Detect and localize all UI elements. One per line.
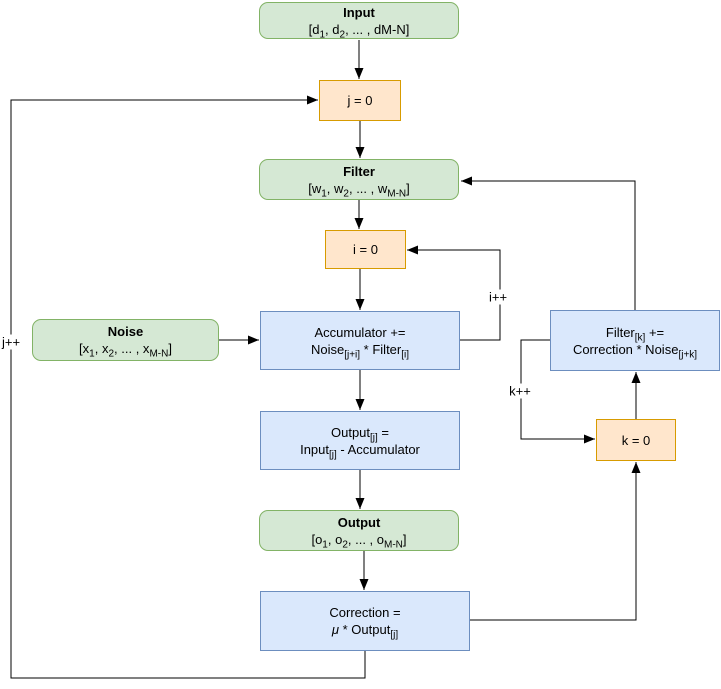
- node-output-value: [o1, o2, ... , oM-N]: [311, 531, 407, 551]
- node-k-init: k = 0: [596, 419, 676, 461]
- node-accumulator: Accumulator += Noise[j+i] * Filter[i]: [260, 311, 460, 370]
- node-correction-line2: μ * Output[j]: [331, 622, 399, 641]
- arrow-correction-to-k-init: [470, 462, 641, 621]
- node-filter-title: Filter: [343, 163, 375, 179]
- node-accumulator-line2: Noise[j+i] * Filter[i]: [310, 341, 410, 361]
- arrow-filter-update-to-filter: [461, 176, 636, 310]
- node-output-calc-line2: Input[j] - Accumulator: [300, 441, 420, 461]
- node-filter-update-line2: Correction * Noise[j+k]: [572, 341, 698, 361]
- node-accumulator-line1: Accumulator +=: [314, 324, 406, 340]
- node-i-init-label: i = 0: [353, 242, 378, 257]
- node-j-init: j = 0: [319, 80, 401, 121]
- node-output-calc-line1: Output[j] =: [330, 424, 390, 444]
- arrow-j-loop-back: [10, 95, 366, 679]
- node-filter-value: [w1, w2, ... , wM-N]: [308, 180, 410, 200]
- node-input-title: Input: [343, 4, 375, 20]
- node-output: Output [o1, o2, ... , oM-N]: [259, 510, 459, 551]
- node-output-title: Output: [337, 514, 381, 530]
- loop-label-i: i++: [486, 289, 510, 305]
- loop-label-k: k++: [507, 383, 533, 399]
- node-noise: Noise [x1, x2, ... , xM-N]: [32, 319, 219, 361]
- node-k-init-label: k = 0: [621, 432, 651, 448]
- node-input-value: [d1, d2, ... , dM-N]: [308, 21, 410, 41]
- node-correction: Correction = μ * Output[j]: [260, 591, 470, 651]
- node-noise-value: [x1, x2, ... , xM-N]: [79, 341, 172, 360]
- loop-label-j: j++: [0, 334, 23, 350]
- node-output-calc: Output[j] = Input[j] - Accumulator: [260, 411, 460, 470]
- node-input: Input [d1, d2, ... , dM-N]: [259, 2, 459, 41]
- node-j-init-label: j = 0: [347, 93, 373, 108]
- node-filter: Filter [w1, w2, ... , wM-N]: [259, 159, 459, 200]
- mu-symbol: μ: [331, 622, 340, 637]
- node-correction-line1: Correction =: [329, 605, 401, 620]
- node-i-init: i = 0: [325, 230, 406, 269]
- node-filter-update-line1: Filter[k] +=: [605, 324, 665, 344]
- node-filter-update: Filter[k] += Correction * Noise[j+k]: [550, 310, 720, 371]
- node-noise-title: Noise: [107, 324, 144, 339]
